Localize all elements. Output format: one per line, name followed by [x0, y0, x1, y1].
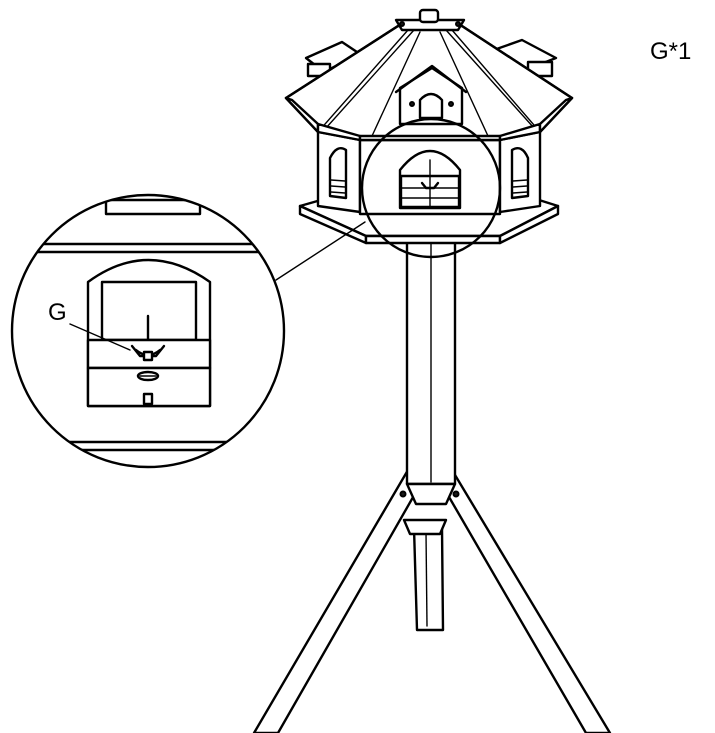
- detail-zoom-circle: [10, 193, 286, 469]
- tripod-legs: [252, 468, 612, 733]
- left-leg: [252, 468, 426, 733]
- callout-leader-line: [69, 323, 131, 351]
- support-post: [405, 240, 457, 506]
- detail-connector-line: [275, 221, 366, 281]
- wing-nut-part: [130, 344, 166, 362]
- front-leg: [412, 526, 445, 632]
- roof: [284, 8, 574, 142]
- detail-source-circle: [360, 117, 502, 259]
- feeder-body: [316, 126, 542, 216]
- right-leg: [436, 468, 612, 733]
- detail-zoom-view: G: [10, 193, 286, 469]
- callout-label-g: G: [48, 299, 67, 326]
- part-count-label: G*1: [650, 38, 692, 65]
- leg-bracket: [402, 518, 448, 536]
